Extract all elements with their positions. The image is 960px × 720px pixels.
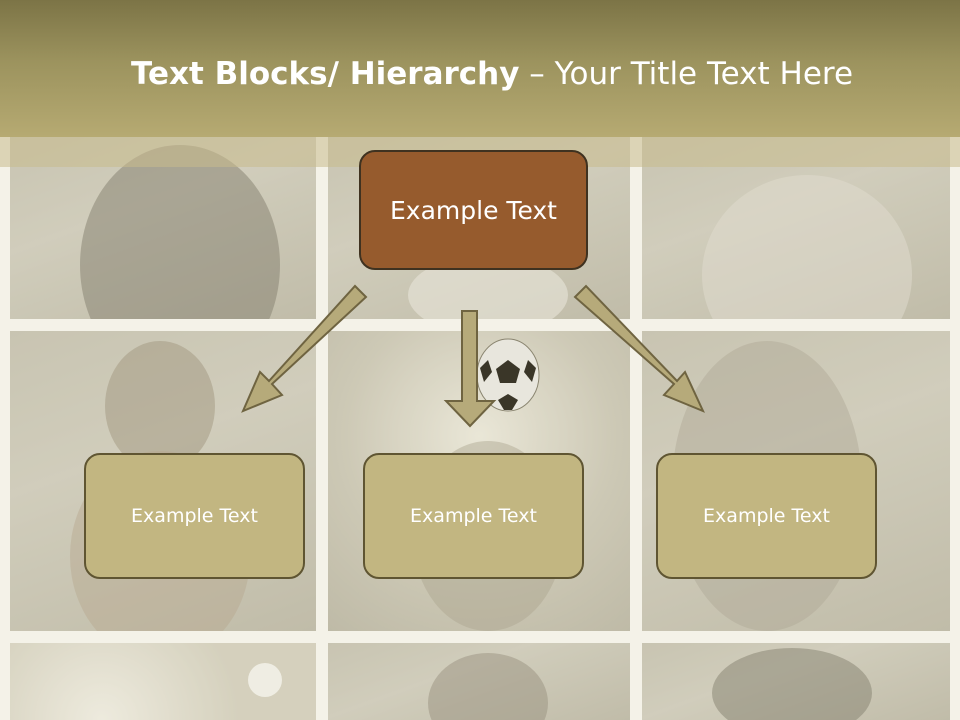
photo-tile [642, 643, 950, 720]
slide-title-rest: – Your Title Text Here [519, 56, 854, 92]
child-box-text: Example Text [703, 505, 830, 527]
child-box-text: Example Text [131, 505, 258, 527]
title-header [0, 0, 960, 137]
arrow-right [573, 284, 705, 413]
top-level-box: Example Text [359, 150, 588, 270]
child-box-left: Example Text [84, 453, 305, 579]
slide-title-bold: Text Blocks/ Hierarchy [130, 56, 520, 92]
arrow-left [241, 284, 368, 413]
slide-title: Text Blocks/ Hierarchy – Your Title Text… [0, 56, 960, 92]
photo-tile [10, 643, 316, 720]
arrow-center [443, 310, 497, 428]
photo-tile [328, 643, 630, 720]
child-box-center: Example Text [363, 453, 584, 579]
top-level-box-text: Example Text [390, 195, 557, 225]
child-box-text: Example Text [410, 505, 537, 527]
child-box-right: Example Text [656, 453, 877, 579]
soccer-ball-icon [476, 338, 540, 412]
